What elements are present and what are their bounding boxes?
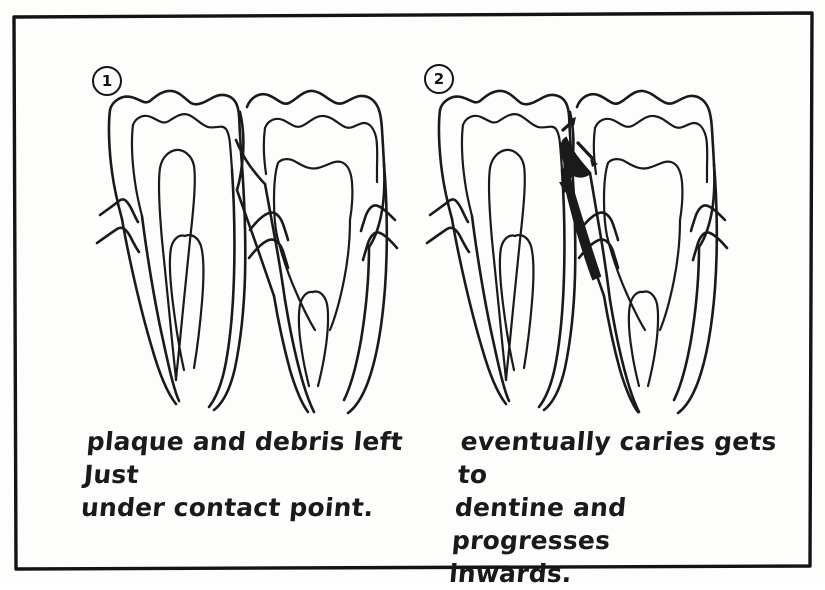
panel-1-caption: plaque and debris left Just under contac… bbox=[79, 427, 405, 522]
panel-number-1: 1 bbox=[92, 66, 122, 96]
left-molar-dentine-layer-2 bbox=[460, 113, 564, 218]
right-molar-dentine-layer bbox=[262, 114, 379, 184]
left-molar-enamel-outline bbox=[107, 89, 243, 221]
right-molar-roots-2 bbox=[602, 162, 719, 415]
right-molar-pulp-chamber-2 bbox=[602, 158, 684, 388]
panel-2-illustration bbox=[425, 89, 729, 415]
panel-2-caption: eventually caries gets to dentine and pr… bbox=[447, 427, 779, 588]
left-molar-roots bbox=[120, 150, 247, 412]
border-frame bbox=[12, 11, 814, 571]
arrow-up-left bbox=[561, 117, 576, 132]
contact-point-plaque-wedge bbox=[234, 110, 287, 302]
right-molar-pulp-chamber bbox=[272, 158, 354, 388]
left-molar-enamel-outline-2 bbox=[437, 89, 573, 221]
left-molar-roots-2 bbox=[450, 150, 577, 412]
right-molar-dentine-layer-2 bbox=[592, 114, 709, 184]
left-molar-dentine-layer bbox=[130, 113, 234, 218]
caries-lesion bbox=[560, 110, 612, 302]
arrow-down bbox=[559, 153, 571, 193]
gingival-margin-lines bbox=[95, 198, 399, 270]
right-molar-roots bbox=[272, 162, 389, 415]
panel-1-illustration bbox=[95, 89, 399, 415]
panel-number-2: 2 bbox=[424, 64, 454, 94]
gingival-margin-lines-2 bbox=[425, 198, 729, 270]
